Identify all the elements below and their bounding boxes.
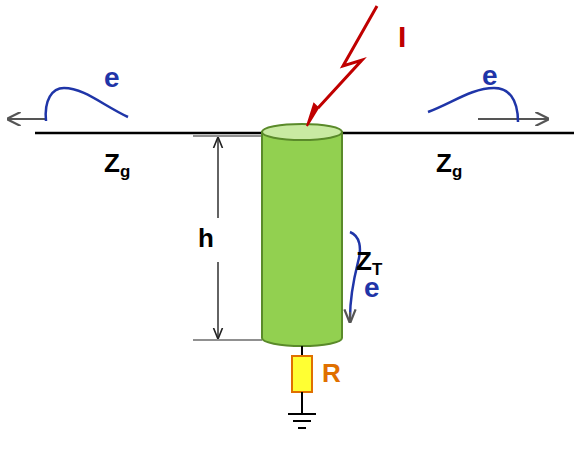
surge-wave [428,88,518,122]
wave-direction-arrow [349,312,351,322]
lightning-arrowhead [307,104,318,126]
dimension-line [217,138,218,218]
tower-top [262,124,342,140]
impedance-label: Zg [104,150,130,181]
wave-label: e [104,64,120,92]
dimension-tick [193,135,262,136]
impedance-label: Zg [436,150,462,181]
lightning-bolt [318,6,377,108]
surge-wave [46,88,128,121]
height-label: h [198,225,214,251]
ground-symbol [298,427,306,429]
ground-symbol [288,413,316,415]
tower-body [262,132,342,346]
current-label: I [398,22,406,52]
ground-symbol [293,420,311,422]
wave-direction-arrow [478,118,548,120]
resistor-lead [301,392,303,414]
resistance-label: R [322,360,341,386]
resistor-lead [301,346,303,356]
wave-direction-arrow [8,118,46,120]
dimension-tick [193,339,262,340]
dimension-line [217,262,218,338]
resistor-symbol [292,356,312,392]
wave-label: e [364,274,380,302]
wave-label: e [482,62,498,90]
